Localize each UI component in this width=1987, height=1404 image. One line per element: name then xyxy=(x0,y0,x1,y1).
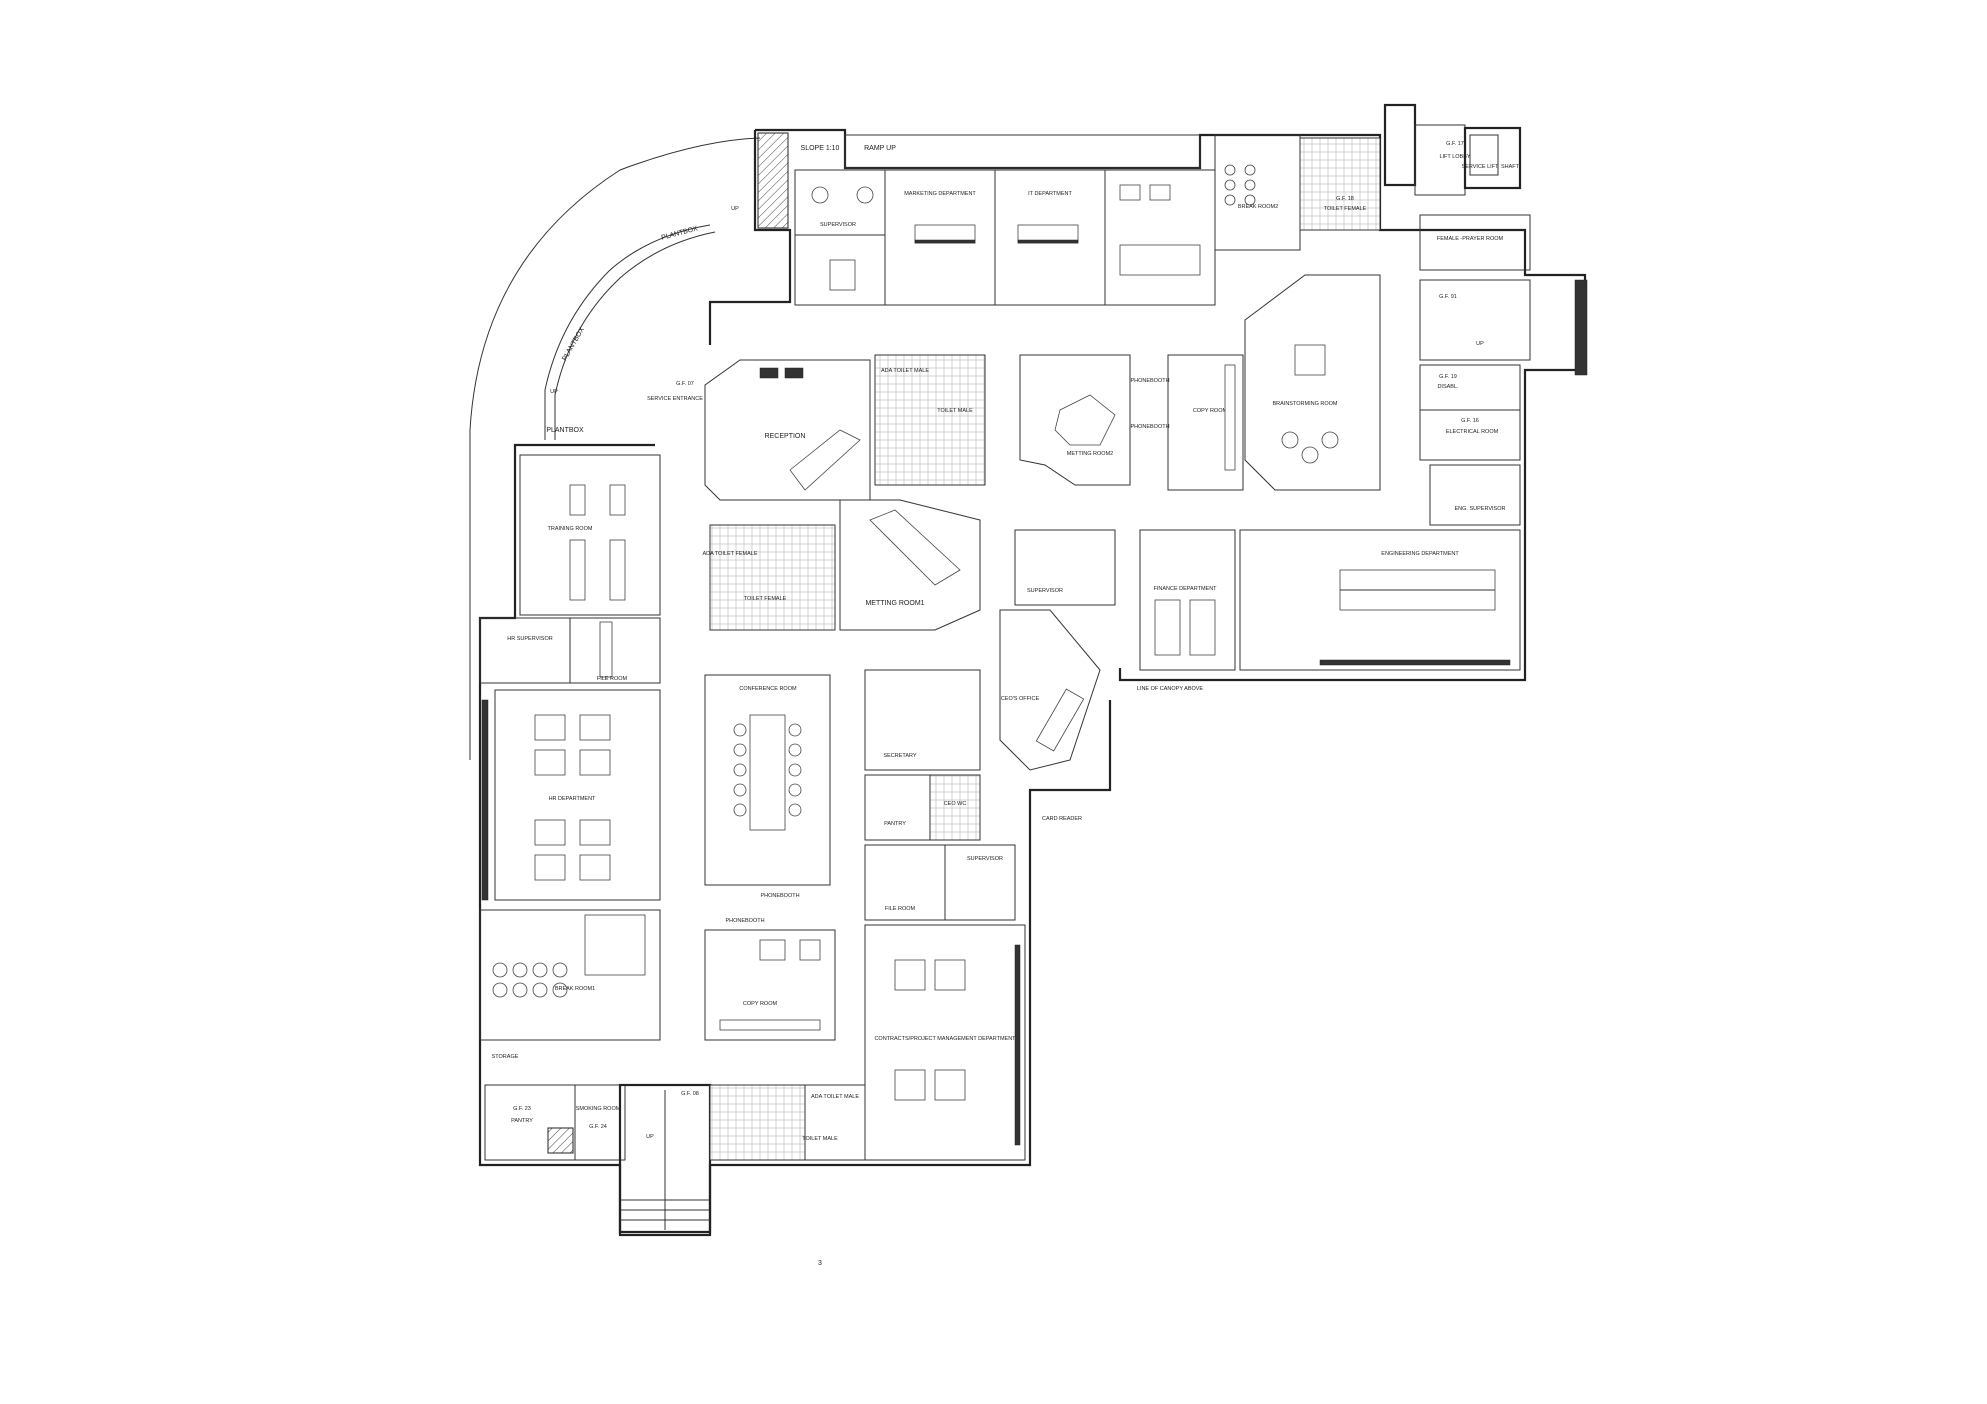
electrical-room-label: ELECTRICAL ROOM xyxy=(1446,429,1499,435)
brainstorming-room-label: BRAINSTORMING ROOM xyxy=(1273,401,1338,407)
engineering-department xyxy=(1239,529,1521,671)
contracts-department-label: CONTRACTS/PROJECT MANAGEMENT DEPARTMENT xyxy=(874,1036,1016,1042)
finance-department-label: FINANCE DEPARTMENT xyxy=(1153,586,1217,592)
copy-room-label-1: COPY ROOM xyxy=(1193,408,1228,414)
brainstorming-room xyxy=(1244,274,1381,491)
marketing-department-label: MARKETING DEPARTMENT xyxy=(904,191,976,197)
ada-toilet-male-label-1: ADA TOILET MALE xyxy=(881,368,929,374)
south-stair xyxy=(618,1083,712,1237)
ramp-up-label: RAMP UP xyxy=(864,145,896,152)
toilet-male-label-1: TOILET MALE xyxy=(937,408,973,414)
ada-toilet-male-label-2: ADA TOILET MALE xyxy=(811,1094,859,1100)
ramp xyxy=(844,134,1201,169)
ceo-area xyxy=(864,609,1101,921)
training-room-label: TRAINING ROOM xyxy=(548,526,593,532)
gf23-label: G.F. 23 xyxy=(513,1106,531,1112)
secretary-label: SECRETARY xyxy=(883,753,916,759)
supervisor-label-north: SUPERVISOR xyxy=(820,222,856,228)
eng-supervisor-label: ENG. SUPERVISOR xyxy=(1455,506,1506,512)
gf17-label: G.F. 17 xyxy=(1446,141,1464,147)
plantbox-label-1: PLANTBOX xyxy=(661,225,699,242)
phonebooth-label-3: PHONEBOOTH xyxy=(760,893,799,899)
conference-room-label: CONFERENCE ROOM xyxy=(739,686,797,692)
training-room xyxy=(519,454,661,616)
copy-room-2 xyxy=(704,929,836,1041)
storage-label: STORAGE xyxy=(492,1054,519,1060)
toilets-south xyxy=(709,1084,866,1161)
smoking-room-label: SMOKING ROOM xyxy=(576,1106,621,1112)
copy-room-1 xyxy=(1167,354,1244,491)
up-label-4: UP xyxy=(646,1134,654,1140)
hr-supervisor-label: HR SUPERVISOR xyxy=(507,636,552,642)
site-curve xyxy=(469,137,761,760)
ceo-wc-label: CEO WC xyxy=(944,801,967,807)
disabl-label: DISABL. xyxy=(1437,384,1459,390)
stair-top xyxy=(757,132,789,229)
meeting-room-1 xyxy=(839,499,981,631)
pantry-smoking xyxy=(484,1084,626,1161)
up-label-3: UP xyxy=(1476,341,1484,347)
toilet-female-label-south: TOILET FEMALE xyxy=(744,596,787,602)
page-number: 3 xyxy=(818,1260,822,1267)
toilet-female-label-north: TOILET FEMALE xyxy=(1324,206,1367,212)
service-entrance-label: SERVICE ENTRANCE xyxy=(647,396,703,402)
slope-label: SLOPE 1:10 xyxy=(801,145,840,152)
meeting-room-2 xyxy=(1019,354,1131,486)
gf08-label: G.F. 08 xyxy=(681,1091,699,1097)
break-room1-label: BREAK ROOM1 xyxy=(555,986,595,992)
engineering-department-label: ENGINEERING DEPARTMENT xyxy=(1381,551,1459,557)
plantbox-label-3: PLANTBOX xyxy=(546,427,584,434)
copy-room-label-2: COPY ROOM xyxy=(743,1001,778,1007)
exterior-walls xyxy=(478,128,1587,1234)
lift-core xyxy=(1383,103,1531,361)
ada-toilet-female-label: ADA TOILET FEMALE xyxy=(702,551,757,557)
break-room-1 xyxy=(479,909,661,1041)
north-rooms xyxy=(794,134,1381,306)
gf18-label: G.F. 18 xyxy=(1336,196,1354,202)
contracts-department xyxy=(864,924,1026,1161)
center-supervisor xyxy=(1014,529,1116,606)
gf16-label: G.F. 16 xyxy=(1461,418,1479,424)
female-prayer-room-label: FEMALE -PRAYER ROOM xyxy=(1437,236,1504,242)
file-room-label-2: FILE ROOM xyxy=(885,906,916,912)
finance-department xyxy=(1139,529,1236,671)
toilet-male-label-2: TOILET MALE xyxy=(802,1136,838,1142)
phonebooth-label-1: PHONEBOOTH xyxy=(1130,378,1169,384)
card-reader-label: CARD READER xyxy=(1042,816,1082,822)
reception-room xyxy=(704,359,871,501)
file-room-label-1: FILE ROOM xyxy=(597,676,628,682)
pantry-label-1: PANTRY xyxy=(511,1118,533,1124)
service-lift-label: SERVICE LIFT xyxy=(1462,164,1500,170)
it-department-label: IT DEPARTMENT xyxy=(1028,191,1072,197)
hr-department xyxy=(481,689,661,901)
conference-room xyxy=(704,674,831,886)
supervisor-label-south: SUPERVISOR xyxy=(967,856,1003,862)
gf19-label: G.F. 19 xyxy=(1439,374,1457,380)
up-label-1: UP xyxy=(731,206,739,212)
hr-supervisor-room xyxy=(479,617,661,684)
hr-department-label: HR DEPARTMENT xyxy=(549,796,596,802)
metting-room1-label: METTING ROOM1 xyxy=(865,600,924,607)
reception-label: RECEPTION xyxy=(765,433,806,440)
pantry-label-2: PANTRY xyxy=(884,821,906,827)
canopy-label: LINE OF CANOPY ABOVE xyxy=(1137,686,1204,692)
break-room2-label: BREAK ROOM2 xyxy=(1238,204,1278,210)
up-label-2: UP xyxy=(550,389,558,395)
shaft-label: SHAFT xyxy=(1501,164,1520,170)
lift-lobby-label: LIFT LOBBY xyxy=(1439,154,1470,160)
gf24-label: G.F. 24 xyxy=(589,1124,607,1130)
ceos-office-label: CEO'S OFFICE xyxy=(1001,696,1040,702)
east-service-rooms xyxy=(1419,279,1588,526)
supervisor-label-center: SUPERVISOR xyxy=(1027,588,1063,594)
phonebooth-label-4: PHONEBOOTH xyxy=(725,918,764,924)
phonebooth-label-2: PHONEBOOTH xyxy=(1130,424,1169,430)
gf07-label: G.F. 07 xyxy=(676,381,694,387)
toilets-reception xyxy=(709,354,986,631)
gf91-label: G.F. 91 xyxy=(1439,294,1457,300)
metting-room2-label: METTING ROOM2 xyxy=(1067,451,1113,457)
plantbox-curve xyxy=(544,224,711,440)
